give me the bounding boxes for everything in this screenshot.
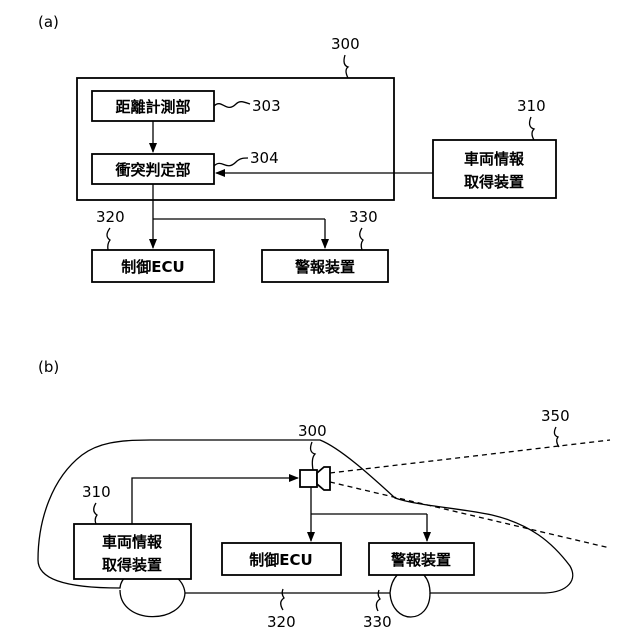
b-arrow-vehicle-info-to-sensor xyxy=(132,478,298,524)
panel-a: (a) 300 距離計測部 303 衝突判定部 304 車両情報 取得装置 31… xyxy=(38,13,556,282)
beam-lower-line xyxy=(330,482,610,548)
rear-wheel xyxy=(120,590,185,617)
alarm-leader xyxy=(360,228,363,250)
sensor-leader xyxy=(311,442,315,470)
collision-unit-ref: 304 xyxy=(250,149,279,167)
vehicle-info-label-2: 取得装置 xyxy=(464,173,524,191)
b-control-ecu-leader xyxy=(281,589,284,610)
b-vehicle-info-label-2: 取得装置 xyxy=(102,556,162,574)
alarm-label: 警報装置 xyxy=(294,258,355,276)
front-wheel xyxy=(390,593,430,617)
collision-unit-label: 衝突判定部 xyxy=(114,161,190,179)
control-ecu-label: 制御ECU xyxy=(121,258,184,276)
vehicle-info-ref: 310 xyxy=(517,97,546,115)
outer-unit-leader xyxy=(344,55,348,78)
sensor-lens-icon xyxy=(317,467,330,490)
b-control-ecu-ref: 320 xyxy=(267,613,296,631)
b-control-ecu-label: 制御ECU xyxy=(249,551,312,569)
sensor-ref: 300 xyxy=(298,422,327,440)
beam-leader xyxy=(554,427,559,447)
outer-unit-ref: 300 xyxy=(331,35,360,53)
sensor-box xyxy=(300,470,317,487)
control-ecu-ref: 320 xyxy=(96,208,125,226)
vehicle-info-leader xyxy=(530,117,534,140)
beam-upper-line xyxy=(330,440,610,473)
b-vehicle-info-label-1: 車両情報 xyxy=(102,533,163,551)
distance-unit-label: 距離計測部 xyxy=(115,98,190,116)
panel-b-label: (b) xyxy=(38,358,59,376)
panel-a-label: (a) xyxy=(38,13,59,31)
beam-ref: 350 xyxy=(541,407,570,425)
b-alarm-label: 警報装置 xyxy=(390,551,451,569)
panel-b: (b) 350 300 車両情報 取得装置 310 制御ECU 320 警報装置… xyxy=(38,358,610,631)
b-vehicle-info-ref: 310 xyxy=(82,483,111,501)
control-ecu-leader xyxy=(107,228,110,250)
alarm-ref: 330 xyxy=(349,208,378,226)
b-vehicle-info-leader xyxy=(94,503,97,524)
vehicle-info-label-1: 車両情報 xyxy=(464,150,525,168)
distance-unit-ref: 303 xyxy=(252,97,281,115)
b-alarm-ref: 330 xyxy=(363,613,392,631)
